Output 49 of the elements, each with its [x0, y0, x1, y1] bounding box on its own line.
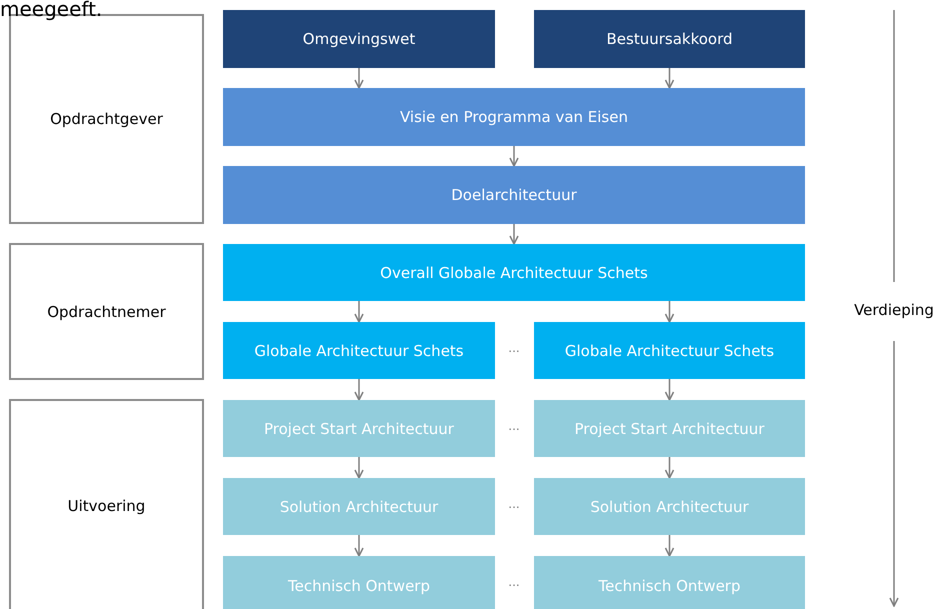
- box-label: Project Start Architectuur: [574, 420, 764, 438]
- process-box: [223, 322, 495, 379]
- box-label: Technisch Ontwerp: [288, 577, 430, 595]
- arrow: [664, 379, 674, 401]
- box-label: Technisch Ontwerp: [598, 577, 740, 595]
- box-label: Opdrachtgever: [50, 110, 163, 128]
- process-box: [223, 478, 495, 535]
- process-box: [534, 556, 805, 609]
- box-label: Solution Architectuur: [590, 498, 749, 516]
- process-box: [534, 322, 805, 379]
- ellipsis: ...: [508, 341, 520, 355]
- text-fragment: meegeeft.: [0, 0, 102, 20]
- box-label: Uitvoering: [68, 497, 146, 515]
- axis-label: Verdieping: [854, 302, 934, 319]
- box-label: Globale Architectuur Schets: [254, 342, 464, 360]
- box-label: Overall Globale Architectuur Schets: [380, 264, 648, 282]
- box-label: Project Start Architectuur: [264, 420, 454, 438]
- arrow: [664, 457, 674, 479]
- process-box: [223, 400, 495, 457]
- process-box: [223, 556, 495, 609]
- arrow: [354, 68, 364, 89]
- box-label: Solution Architectuur: [280, 498, 438, 516]
- process-box: [223, 88, 805, 146]
- arrow: [354, 457, 364, 479]
- arrow: [509, 224, 519, 245]
- arrow: [354, 379, 364, 401]
- arrow: [354, 535, 364, 557]
- box-label: Globale Architectuur Schets: [564, 342, 774, 360]
- box-label: Bestuursakkoord: [606, 30, 733, 48]
- role-box: [9, 399, 204, 609]
- box-label: Visie en Programma van Eisen: [400, 108, 628, 126]
- ellipsis: ...: [508, 419, 520, 433]
- ellipsis: ...: [508, 575, 520, 589]
- arrow: [509, 146, 519, 167]
- box-label: Opdrachtnemer: [47, 302, 166, 320]
- ellipsis: ...: [508, 497, 520, 511]
- process-box: [223, 166, 805, 224]
- process-box: [534, 10, 805, 68]
- process-box: [534, 478, 805, 535]
- role-box: [9, 243, 204, 380]
- process-box: [223, 244, 805, 301]
- arrow: [664, 301, 674, 323]
- process-box: [534, 400, 805, 457]
- arrow: [664, 535, 674, 557]
- arrow: [664, 68, 674, 89]
- box-label: Doelarchitectuur: [451, 186, 577, 204]
- process-box: [223, 10, 495, 68]
- box-label: Omgevingswet: [302, 30, 416, 48]
- arrow: [354, 301, 364, 323]
